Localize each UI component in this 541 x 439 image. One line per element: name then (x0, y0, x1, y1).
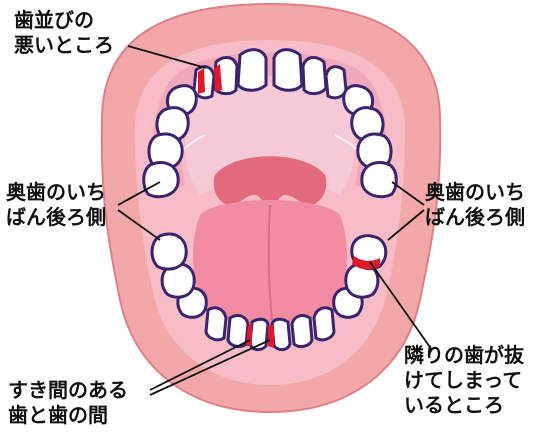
label-line: 隣りの歯が抜 (404, 343, 524, 368)
label-line: 奥歯のいち (6, 180, 106, 205)
lower-tooth (272, 319, 290, 349)
upper-molar (362, 162, 396, 196)
label-crowded-teeth: 歯並びの 悪いところ (14, 8, 114, 58)
lower-tooth (206, 308, 226, 340)
plaque-mark (198, 68, 205, 94)
lower-tooth (292, 316, 312, 347)
label-next-to-missing: 隣りの歯が抜 けてしまって いるところ (404, 343, 524, 418)
lower-molar (152, 234, 186, 269)
label-line: 悪いところ (14, 33, 114, 58)
label-line: 歯並びの (14, 8, 114, 33)
label-line: 奥歯のいち (425, 180, 525, 205)
label-back-right: 奥歯のいち ばん後ろ側 (425, 180, 525, 230)
label-gap-between: すき間のある 歯と歯の間 (8, 378, 128, 428)
label-line: 歯と歯の間 (8, 403, 128, 428)
label-line: いるところ (404, 393, 524, 418)
upper-tooth (274, 50, 302, 91)
label-back-left: 奥歯のいち ばん後ろ側 (6, 180, 106, 230)
upper-tooth (238, 50, 266, 91)
upper-tooth (303, 57, 326, 93)
label-line: ばん後ろ側 (6, 205, 106, 230)
label-line: けてしまって (404, 368, 524, 393)
lower-tooth (314, 308, 334, 340)
plaque-mark (268, 324, 274, 348)
upper-molar (144, 162, 178, 196)
label-line: すき間のある (8, 378, 128, 403)
label-line: ばん後ろ側 (425, 205, 525, 230)
